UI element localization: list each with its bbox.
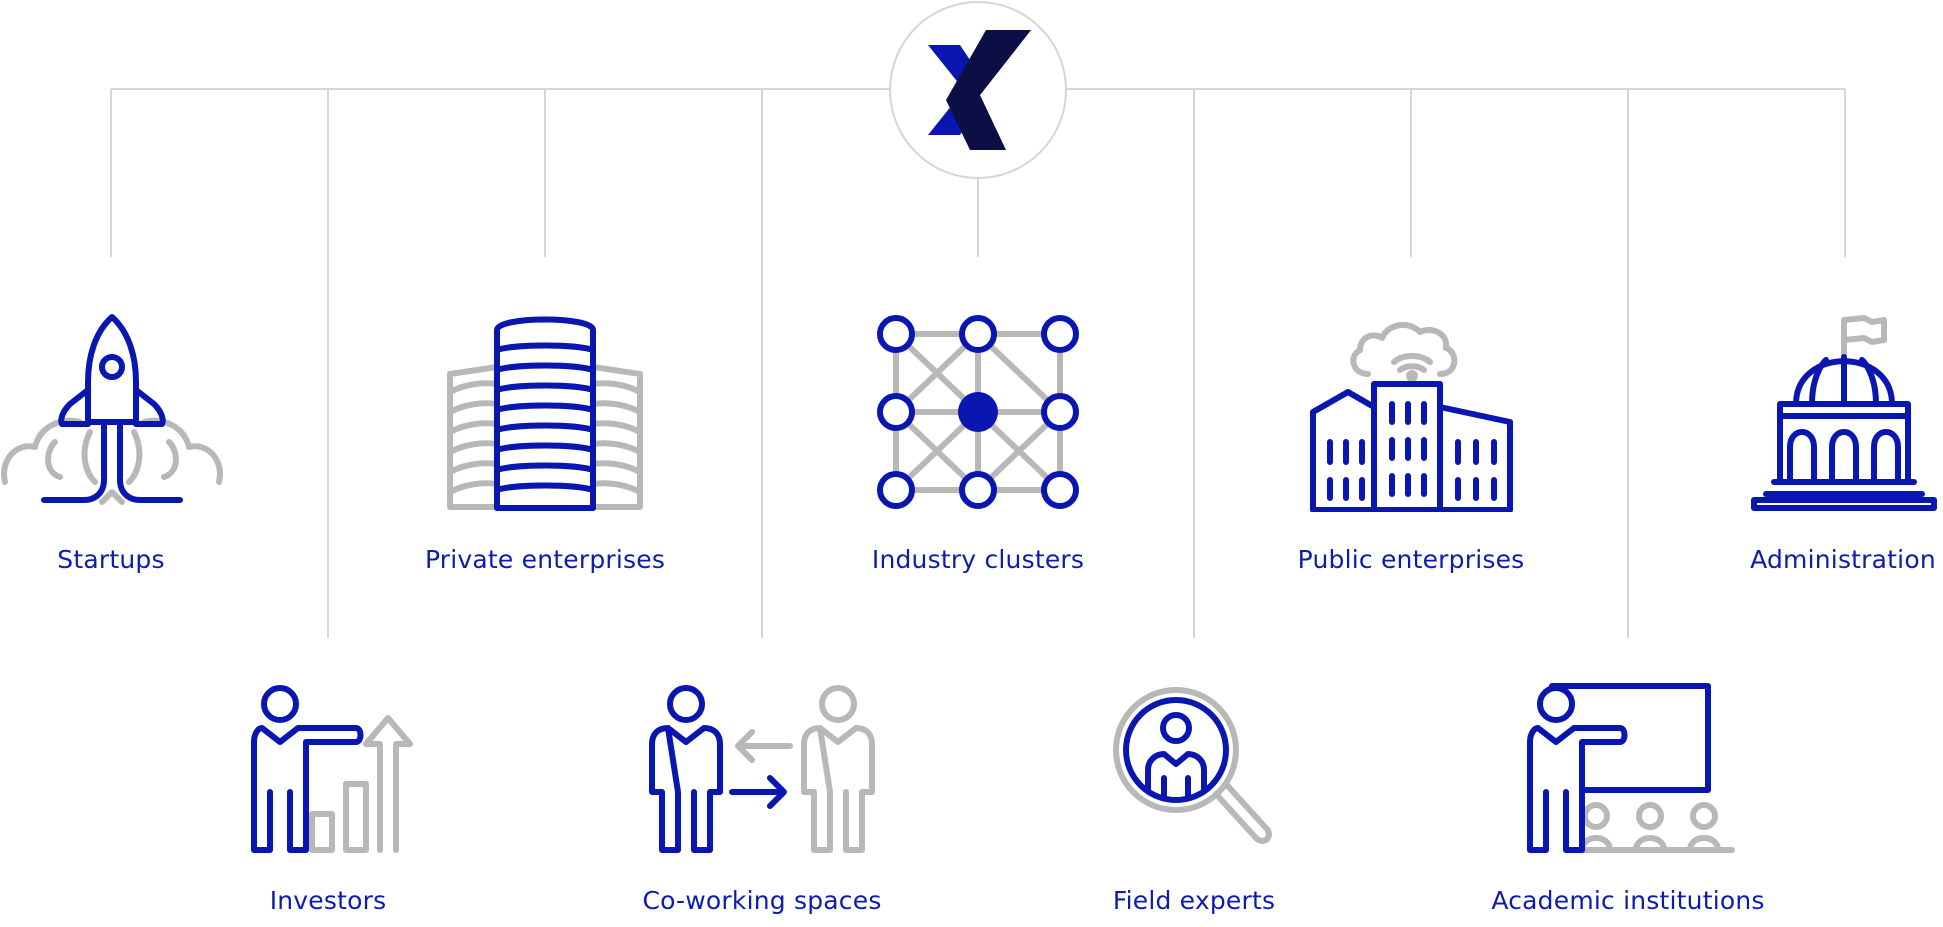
label-investors: Investors: [269, 886, 387, 915]
government-capitol-icon: [1751, 315, 1937, 511]
label-industry-clusters: Industry clusters: [871, 545, 1085, 574]
teacher-classroom-icon: [1527, 683, 1735, 853]
network-grid-icon: [877, 315, 1079, 509]
label-academic-institutions: Academic institutions: [1491, 886, 1765, 915]
magnifier-person-icon: [1113, 687, 1272, 844]
rocket-launch-icon: [1, 314, 223, 505]
x-brand-logo-icon: [889, 1, 1067, 179]
skyscraper-buildings-icon: [447, 316, 643, 511]
cloud-connected-buildings-icon: [1310, 321, 1513, 512]
presenter-growth-chart-icon: [251, 685, 413, 853]
people-exchange-icon: [649, 685, 875, 853]
label-co-working-spaces: Co-working spaces: [642, 886, 882, 915]
label-public-enterprises: Public enterprises: [1297, 545, 1525, 574]
label-private-enterprises: Private enterprises: [424, 545, 666, 574]
label-startups: Startups: [57, 545, 165, 574]
label-field-experts: Field experts: [1112, 886, 1276, 915]
label-administration: Administration: [1750, 545, 1936, 574]
